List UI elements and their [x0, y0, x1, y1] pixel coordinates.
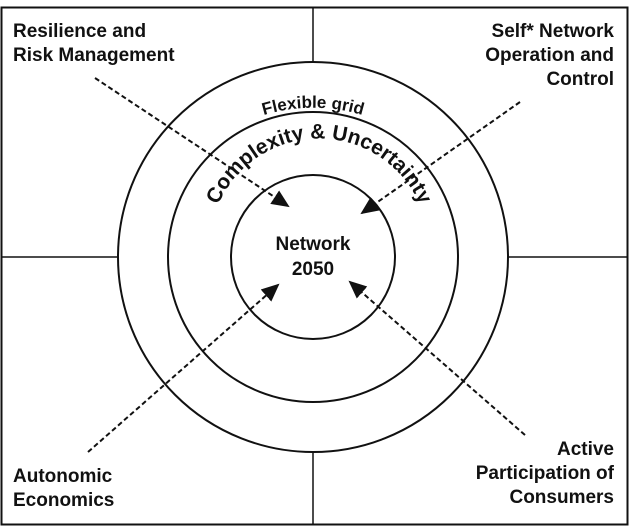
label-line: Consumers — [509, 487, 614, 508]
arrow-resilience — [94, 77, 290, 208]
center-line-1: Network — [276, 234, 351, 255]
label-line: Participation of — [475, 463, 614, 484]
label-self-network: Self* Network Operation and Control — [485, 20, 614, 92]
label-line: Operation and — [485, 45, 614, 66]
label-active-participation: Active Participation of Consumers — [476, 438, 614, 510]
arrow-autonomic — [87, 283, 280, 453]
frame — [0, 6, 629, 526]
label-line: Self* Network — [491, 21, 614, 42]
label-line: Control — [546, 69, 614, 90]
label-line: Active — [556, 439, 614, 460]
center-line-2: 2050 — [292, 259, 334, 280]
label-line: Autonomic — [13, 466, 113, 487]
label-line: Risk Management — [13, 45, 175, 66]
label-autonomic: Autonomic Economics — [13, 465, 114, 513]
arrow-active-participation — [348, 280, 526, 436]
label-line: Resilience and — [13, 21, 147, 42]
label-line: Economics — [13, 490, 115, 511]
arrow-self-network — [360, 101, 521, 215]
inner-ring — [230, 174, 396, 340]
label-resilience: Resilience and Risk Management — [13, 20, 175, 68]
